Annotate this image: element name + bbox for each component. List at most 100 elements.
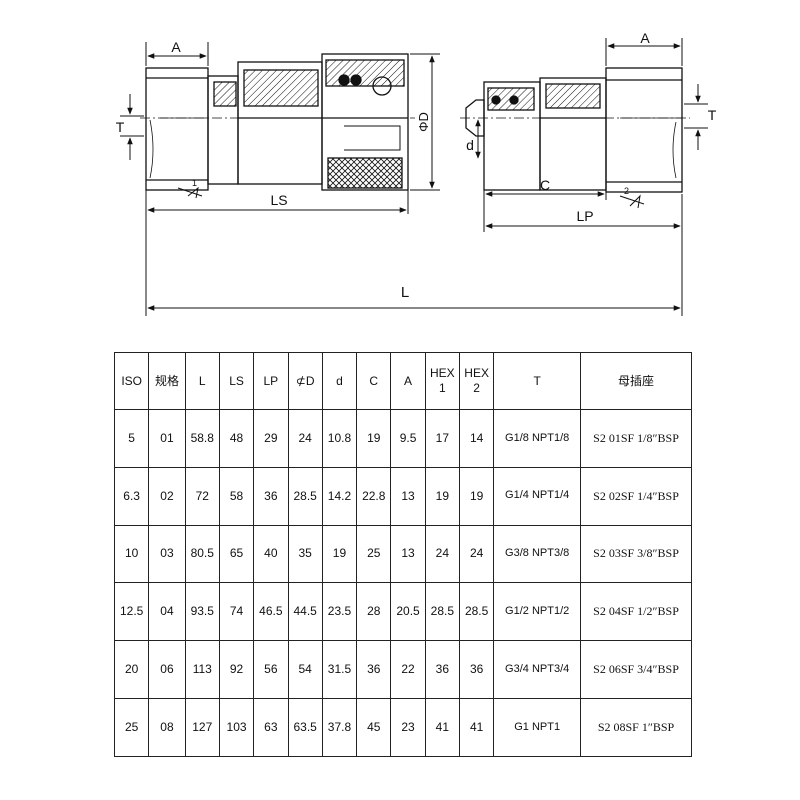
- table-cell: G1/4 NPT1/4: [493, 466, 582, 526]
- coupler-dimension-A: A: [145, 39, 209, 66]
- nipple-dimension-C: C: [483, 177, 607, 200]
- table-cell: 10.8: [321, 409, 358, 468]
- table-cell: 04: [148, 582, 186, 642]
- coupler-dimension-LS: LS: [145, 190, 409, 214]
- header-lp: LP: [253, 352, 289, 410]
- table-cell: 46.5: [253, 582, 289, 642]
- table-cell: G1/8 NPT1/8: [493, 409, 582, 468]
- table-cell: S2 03SF 3/8″BSP: [580, 524, 692, 584]
- table-cell: 10: [113, 524, 150, 584]
- table-cell: G3/8 NPT3/8: [493, 524, 582, 584]
- table-cell: 20: [113, 640, 150, 699]
- nipple-dimension-LP: LP: [483, 194, 683, 232]
- coupler-body: [145, 53, 409, 191]
- coupler-label-a: A: [171, 39, 181, 55]
- header-ls: LS: [218, 352, 255, 410]
- nipple-label-t: T: [708, 107, 717, 123]
- table-cell: 03: [148, 524, 186, 584]
- table-cell: 63.5: [287, 697, 323, 757]
- table-cell: 06: [148, 640, 186, 699]
- table-cell: 25: [113, 697, 150, 757]
- table-cell: 56: [253, 640, 289, 699]
- table-cell: 58.8: [184, 409, 220, 468]
- table-cell: 36: [458, 640, 495, 699]
- table-cell: 80.5: [184, 524, 220, 584]
- table-cell: 40: [253, 524, 289, 584]
- header-d-diameter: ⊄D: [287, 352, 323, 410]
- table-cell: 72: [184, 466, 220, 526]
- header-t: T: [493, 352, 582, 410]
- coupler-label-t: T: [116, 119, 125, 135]
- overall-dimension-L: L: [145, 214, 683, 316]
- table-cell: 25: [356, 524, 392, 584]
- table-cell: 22: [390, 640, 426, 699]
- coupler-thread-mark: 1: [177, 178, 203, 199]
- nipple-label-lp: LP: [576, 208, 593, 224]
- table-cell: 22.8: [356, 466, 392, 526]
- table-cell: 28: [356, 582, 392, 642]
- table-cell: 63: [253, 697, 289, 757]
- table-cell: 29: [253, 409, 289, 468]
- table-cell: G3/4 NPT3/4: [493, 640, 582, 699]
- table-cell: S2 02SF 1/4″BSP: [580, 466, 692, 526]
- table-cell: S2 08SF 1″BSP: [580, 697, 692, 757]
- table-cell: 19: [356, 409, 392, 468]
- header-female-socket: 母插座: [580, 352, 692, 410]
- table-cell: 35: [287, 524, 323, 584]
- table-cell: 103: [218, 697, 255, 757]
- table-cell: 127: [184, 697, 220, 757]
- header-d: d: [321, 352, 358, 410]
- nipple-thread-mark: 2: [619, 186, 645, 209]
- table-cell: 08: [148, 697, 186, 757]
- nipple-dimension-T: T: [684, 84, 717, 150]
- table-cell: 48: [218, 409, 255, 468]
- table-cell: 65: [218, 524, 255, 584]
- nipple-label-d: d: [466, 137, 474, 153]
- table-cell: 24: [458, 524, 495, 584]
- table-cell: 6.3: [113, 466, 150, 526]
- table-cell: 23: [390, 697, 426, 757]
- table-cell: 24: [287, 409, 323, 468]
- nipple-dimension-A: A: [605, 30, 683, 66]
- table-cell: G1/2 NPT1/2: [493, 582, 582, 642]
- table-cell: 17: [424, 409, 460, 468]
- table-cell: 31.5: [321, 640, 358, 699]
- table-cell: 12.5: [113, 582, 150, 642]
- coupler-dimension-phiD: ΦD: [410, 53, 440, 191]
- table-cell: 01: [148, 409, 186, 468]
- coupler-label-ls: LS: [270, 192, 287, 208]
- table-cell: 41: [458, 697, 495, 757]
- table-cell: 37.8: [321, 697, 358, 757]
- table-cell: 23.5: [321, 582, 358, 642]
- table-cell: 92: [218, 640, 255, 699]
- table-cell: 54: [287, 640, 323, 699]
- table-cell: 28.5: [424, 582, 460, 642]
- table-cell: 19: [321, 524, 358, 584]
- table-cell: 02: [148, 466, 186, 526]
- table-cell: 20.5: [390, 582, 426, 642]
- table-cell: 28.5: [287, 466, 323, 526]
- table-cell: 45: [356, 697, 392, 757]
- table-cell: 5: [113, 409, 150, 468]
- table-cell: 93.5: [184, 582, 220, 642]
- nipple-label-c: C: [540, 177, 550, 193]
- table-cell: 24: [424, 524, 460, 584]
- table-cell: 19: [458, 466, 495, 526]
- header-c: C: [356, 352, 392, 410]
- table-cell: 13: [390, 524, 426, 584]
- table-cell: 44.5: [287, 582, 323, 642]
- header-a: A: [390, 352, 426, 410]
- table-cell: S2 04SF 1/2″BSP: [580, 582, 692, 642]
- table-cell: 36: [253, 466, 289, 526]
- nipple-body: [465, 67, 683, 193]
- svg-text:2: 2: [624, 186, 629, 196]
